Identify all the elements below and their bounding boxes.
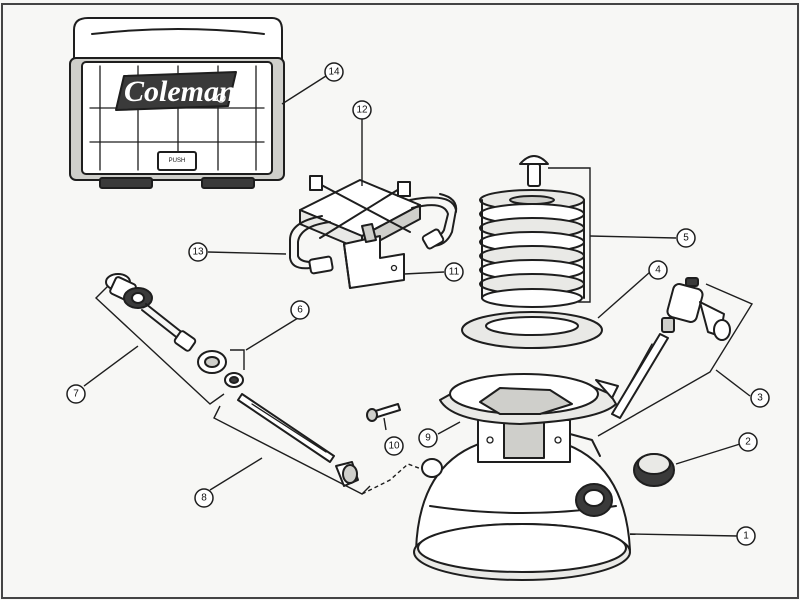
part-8-bracket (213, 405, 371, 495)
leader-14 (281, 75, 327, 105)
part-screw (366, 403, 401, 422)
callout-12: 12 (352, 100, 372, 120)
part-5-bracket (548, 167, 591, 303)
callout-12-label: 12 (356, 105, 368, 116)
callout-2: 2 (738, 432, 758, 452)
callout-6-label: 6 (297, 305, 303, 316)
leader-4 (597, 271, 651, 319)
callout-3: 3 (750, 388, 770, 408)
brand-logo-text: Coleman (124, 75, 236, 108)
frame-border (1, 3, 799, 599)
leader-9 (437, 421, 461, 435)
callout-3-label: 3 (757, 393, 763, 404)
callout-5: 5 (676, 228, 696, 248)
part-flame-plate (461, 311, 603, 349)
callout-14: 14 (324, 62, 344, 82)
callout-1-label: 1 (743, 531, 749, 542)
part-6-bracket (230, 349, 245, 370)
leader-10 (383, 417, 387, 431)
coleman-logo-badge (115, 71, 237, 111)
callout-13-label: 13 (192, 247, 204, 258)
callout-11-label: 11 (449, 267, 460, 278)
callout-4: 4 (648, 260, 668, 280)
leader-2 (675, 443, 741, 465)
callout-4-label: 4 (655, 265, 661, 276)
part-burner-rings (479, 155, 585, 308)
part-pump-tube (237, 393, 359, 487)
callout-9: 9 (418, 428, 438, 448)
callout-11: 11 (444, 262, 464, 282)
part-7-bracket (94, 285, 225, 405)
callout-2-label: 2 (745, 437, 751, 448)
part-seal-washer (197, 350, 244, 388)
callout-5-label: 5 (683, 233, 689, 244)
callout-10: 10 (384, 436, 404, 456)
callout-8: 8 (194, 488, 214, 508)
leader-8 (209, 457, 263, 491)
part-carrying-case: Coleman PUSH (69, 17, 285, 189)
part-generator-tube (289, 193, 458, 275)
callout-13: 13 (188, 242, 208, 262)
callout-1: 1 (736, 526, 756, 546)
callout-14-label: 14 (328, 67, 340, 78)
leader-11 (403, 271, 445, 275)
case-latch (157, 151, 197, 171)
part-fuel-tank (413, 435, 631, 581)
callout-6: 6 (290, 300, 310, 320)
part-8-dashed-path (361, 463, 425, 495)
part-filler-cap (633, 453, 675, 487)
callout-7-label: 7 (73, 389, 79, 400)
part-valve-assembly (611, 277, 731, 419)
push-label: PUSH (169, 158, 186, 164)
leader-7 (83, 345, 139, 387)
callout-8-label: 8 (201, 493, 207, 504)
leader-6 (245, 317, 299, 351)
part-burner-base (439, 373, 619, 463)
callout-7: 7 (66, 384, 86, 404)
callout-10-label: 10 (388, 441, 400, 452)
leader-3 (715, 369, 751, 397)
part-3-bracket (597, 283, 754, 437)
leader-5 (589, 235, 677, 239)
leader-13 (207, 251, 287, 255)
part-burner-cap (299, 175, 421, 251)
leader-1 (629, 533, 739, 537)
callout-9-label: 9 (425, 433, 431, 444)
part-generator-bracket (343, 223, 405, 289)
part-pump-assembly (105, 273, 197, 352)
